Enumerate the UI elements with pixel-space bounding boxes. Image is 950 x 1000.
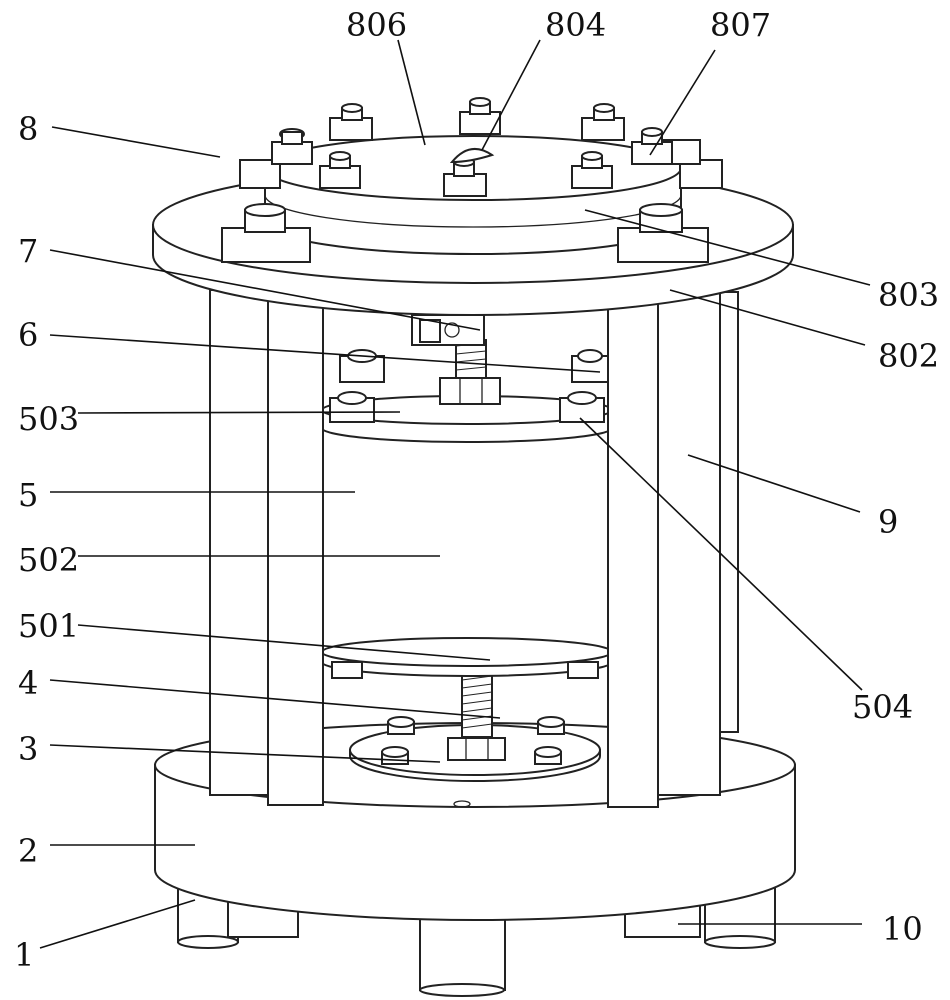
label-806: 806 — [346, 6, 407, 44]
label-7: 7 — [18, 232, 38, 270]
upper-threaded-rod — [440, 340, 500, 404]
label-9: 9 — [878, 503, 898, 541]
label-10: 10 — [882, 910, 923, 948]
label-8: 8 — [18, 110, 38, 148]
label-802: 802 — [878, 337, 939, 375]
label-5: 5 — [18, 476, 38, 514]
label-3: 3 — [18, 730, 38, 768]
label-6: 6 — [18, 316, 38, 354]
label-504: 504 — [852, 688, 913, 726]
label-2: 2 — [18, 832, 38, 870]
label-804: 804 — [545, 6, 606, 44]
label-803: 803 — [878, 276, 939, 314]
label-807: 807 — [710, 6, 771, 44]
label-501: 501 — [18, 607, 79, 645]
label-1: 1 — [14, 936, 34, 974]
label-4: 4 — [18, 664, 38, 702]
label-502: 502 — [18, 541, 79, 579]
label-503: 503 — [18, 400, 79, 438]
lower-threaded-rod — [448, 665, 505, 760]
